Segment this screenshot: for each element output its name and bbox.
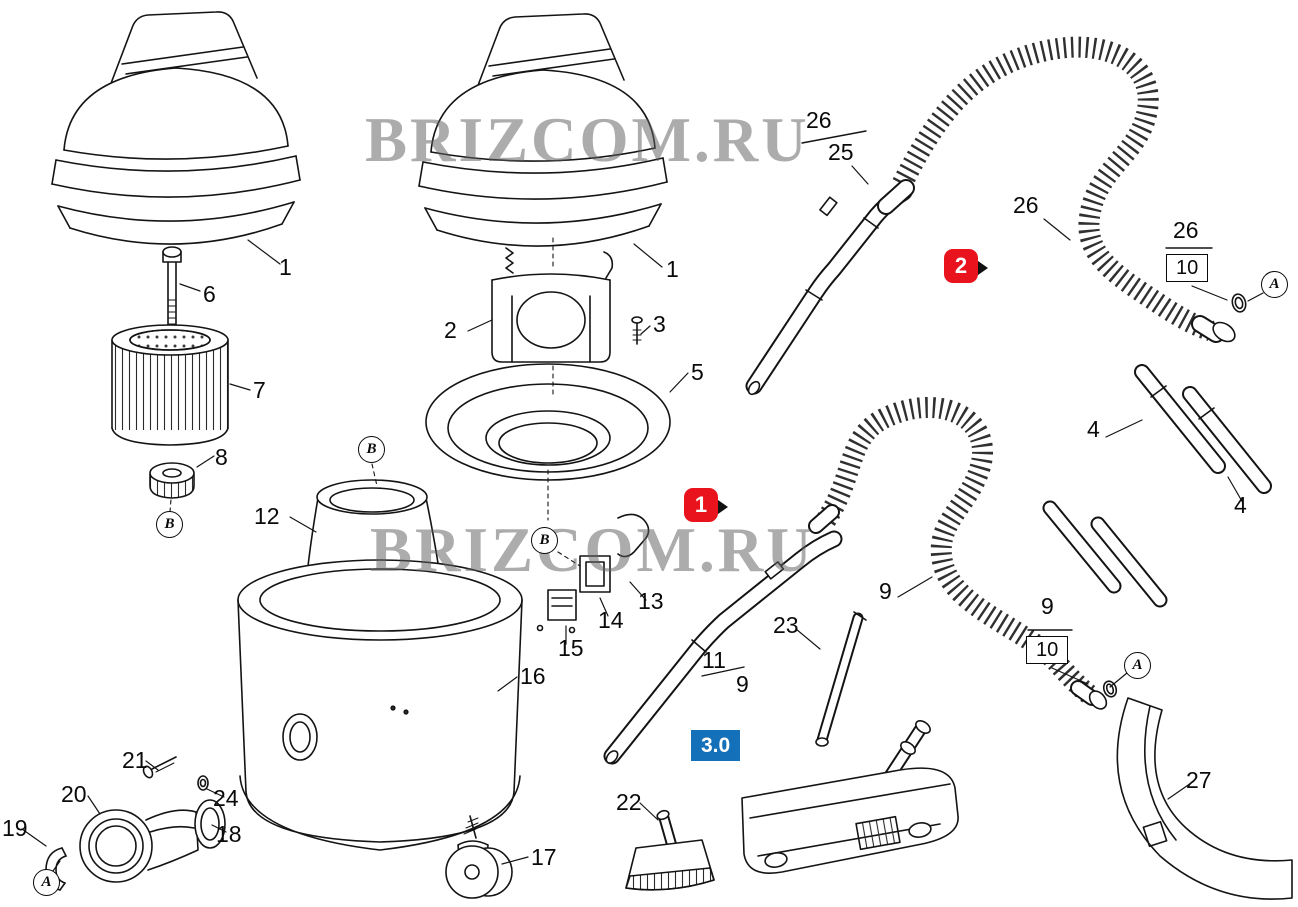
part-label-27: 27 bbox=[1186, 767, 1212, 793]
part-label-22: 22 bbox=[616, 789, 642, 815]
wand-upper-drawing bbox=[745, 183, 913, 396]
holder-bracket-drawing bbox=[1116, 697, 1293, 900]
filter-cartridge-drawing bbox=[111, 324, 229, 446]
hose-lower-drawing bbox=[808, 396, 1118, 710]
group-marker-2: 2 bbox=[944, 249, 988, 287]
part-label-15: 15 bbox=[558, 635, 584, 661]
fraction-lines bbox=[701, 130, 1213, 677]
motor-head-center-drawing bbox=[418, 13, 668, 247]
part-label-11: 11 bbox=[702, 647, 726, 673]
motor-mount-drawing bbox=[491, 247, 614, 363]
view-letter-a: A bbox=[1261, 271, 1288, 298]
motor-head-left-drawing bbox=[51, 11, 301, 245]
view-letter-b: B bbox=[531, 527, 558, 554]
inlet-elbow-drawing bbox=[303, 479, 445, 607]
construction-lines bbox=[169, 237, 581, 567]
part-label-17: 17 bbox=[531, 844, 557, 870]
view-letter-b: B bbox=[358, 436, 385, 463]
part-label-8: 8 bbox=[215, 444, 228, 470]
view-letter-a: A bbox=[33, 869, 60, 896]
caster-wheel-drawing bbox=[445, 815, 513, 899]
marker-number: 1 bbox=[684, 488, 718, 522]
part-label-6: 6 bbox=[203, 281, 216, 307]
part-label-9-tubes: 9 bbox=[1041, 593, 1054, 619]
part-label-18: 18 bbox=[216, 821, 242, 847]
part-label-9-wand: 9 bbox=[736, 671, 749, 697]
crevice-nozzle-drawing bbox=[815, 611, 867, 747]
part-label-4-lower: 4 bbox=[1234, 492, 1247, 518]
part-label-9-hose: 9 bbox=[879, 578, 892, 604]
screw-drawing bbox=[631, 316, 643, 345]
tank-drawing bbox=[237, 559, 523, 851]
boxed-part-label-10: 10 bbox=[1026, 636, 1069, 664]
part-label-26-coupling: 26 bbox=[1173, 217, 1199, 243]
view-letter-a: A bbox=[1124, 652, 1151, 679]
upholstery-nozzle-drawing bbox=[625, 809, 715, 891]
part-label-26-hose: 26 bbox=[1013, 192, 1039, 218]
part-label-14: 14 bbox=[598, 607, 624, 633]
marker-number: 2 bbox=[944, 249, 978, 283]
wand-lower-drawing bbox=[603, 530, 843, 765]
part-label-16: 16 bbox=[520, 663, 546, 689]
part-label-13: 13 bbox=[638, 588, 664, 614]
part-label-20: 20 bbox=[61, 781, 87, 807]
hose-upper-drawing bbox=[877, 36, 1247, 343]
extension-tubes-drawing bbox=[1042, 364, 1272, 608]
cap-drawing bbox=[149, 462, 195, 499]
part-label-7: 7 bbox=[253, 377, 266, 403]
part-label-19: 19 bbox=[2, 815, 28, 841]
leader-lines bbox=[21, 165, 1264, 872]
part-label-26-top: 26 bbox=[806, 107, 832, 133]
view-letter-b: B bbox=[156, 511, 183, 538]
part-label-4-upper: 4 bbox=[1087, 416, 1100, 442]
part-label-24: 24 bbox=[213, 785, 239, 811]
part-label-3: 3 bbox=[653, 311, 666, 337]
screw-rod-drawing bbox=[162, 246, 182, 341]
inlet-fittings-drawing bbox=[45, 756, 226, 891]
part-label-1-center-head: 1 bbox=[666, 256, 679, 282]
part-label-2: 2 bbox=[444, 317, 457, 343]
group-marker-1: 1 bbox=[684, 488, 728, 526]
part-label-12: 12 bbox=[254, 503, 280, 529]
funnel-ring-drawing bbox=[425, 363, 671, 481]
part-label-25: 25 bbox=[828, 139, 854, 165]
part-label-1-left-head: 1 bbox=[279, 254, 292, 280]
part-label-21: 21 bbox=[122, 747, 148, 773]
latch-parts-drawing bbox=[536, 513, 650, 634]
part-label-5: 5 bbox=[691, 359, 704, 385]
floor-nozzle-drawing bbox=[741, 720, 959, 874]
part-label-23: 23 bbox=[773, 612, 799, 638]
group-marker-3-0: 3.0 bbox=[691, 730, 741, 761]
boxed-part-label-10: 10 bbox=[1166, 254, 1209, 282]
